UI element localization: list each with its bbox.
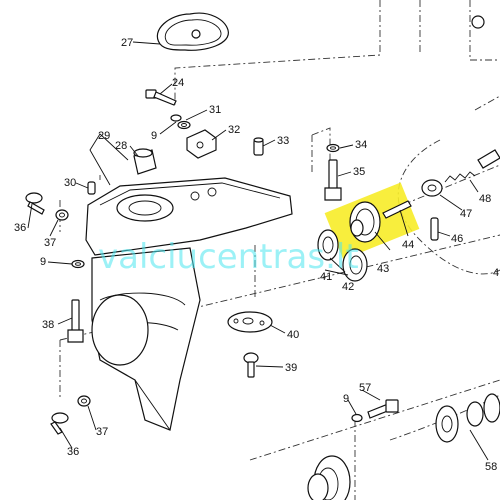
part-47-clutch: [421, 179, 443, 197]
part-34-washer: [326, 143, 340, 153]
callout-36-upper: 36: [14, 222, 26, 234]
callout-58: 58: [485, 461, 497, 473]
part-39-screw: [243, 352, 259, 378]
part-29-gearcase-housing: [85, 177, 293, 431]
callout-30: 30: [64, 177, 76, 189]
part-40-plate: [227, 311, 273, 333]
callout-24: 24: [172, 77, 184, 89]
callout-31: 31: [209, 104, 221, 116]
callout-43: 43: [377, 263, 389, 275]
part-33-pin: [253, 137, 264, 156]
part-46-pin: [430, 217, 439, 241]
part-9-washer-mid: [71, 259, 85, 269]
callout-9-upper: 9: [151, 130, 157, 142]
callout-29: 29: [98, 130, 110, 142]
callout-28: 28: [115, 140, 127, 152]
callout-32: 32: [228, 124, 240, 136]
part-35-bolt: [324, 159, 342, 201]
part-38-bolt: [67, 299, 84, 343]
part-37-washer-lower: [77, 395, 91, 407]
callout-37-upper: 37: [44, 237, 56, 249]
part-43-gear: [349, 201, 381, 243]
part-37-washer-upper: [55, 209, 69, 221]
callout-44: 44: [402, 239, 414, 251]
callout-39: 39: [285, 362, 297, 374]
callout-48: 48: [479, 193, 491, 205]
callout-9-mid: 9: [40, 256, 46, 268]
callout-36-lower: 36: [67, 446, 79, 458]
callout-40: 40: [287, 329, 299, 341]
part-42-shim: [317, 229, 339, 261]
callout-34: 34: [355, 139, 367, 151]
callout-41: 41: [320, 271, 332, 283]
callout-37-lower: 37: [96, 426, 108, 438]
part-41-bearing: [342, 248, 368, 282]
part-48-spring: [444, 15, 500, 183]
callout-47: 47: [460, 208, 472, 220]
callout-27: 27: [121, 37, 133, 49]
callout-9-lower: 9: [343, 393, 349, 405]
part-44-pin: [382, 200, 412, 219]
callout-4: 4: [493, 267, 499, 279]
callout-42: 42: [342, 281, 354, 293]
part-24-bolt: [145, 89, 177, 106]
part-31-washer: [170, 114, 191, 130]
part-36-screw-upper: [25, 192, 45, 215]
callout-35: 35: [353, 166, 365, 178]
callout-38: 38: [42, 319, 54, 331]
watermark-text: valciucentras.lt: [98, 237, 359, 277]
part-32-block: [186, 129, 217, 159]
callout-labels: 27 24 31 9 32 29 28 33 34 35 30 36 37 9 …: [14, 37, 499, 473]
callout-33: 33: [277, 135, 289, 147]
part-36-screw-lower: [50, 412, 69, 435]
leader-lines: [27, 41, 489, 461]
part-28-bushing: [133, 148, 157, 175]
part-9-washer-lower: [351, 413, 363, 423]
part-57-bolt: [367, 399, 399, 419]
callout-46: 46: [451, 233, 463, 245]
callout-57: 57: [359, 382, 371, 394]
part-27-gasket: [156, 12, 229, 51]
part-58-assembly: [307, 393, 500, 500]
part-30-pin: [87, 181, 96, 195]
